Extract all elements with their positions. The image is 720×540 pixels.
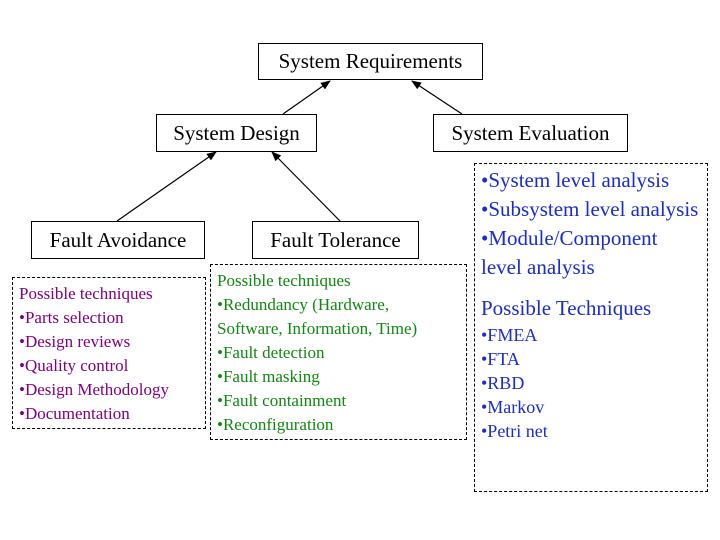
arrow-tolerance-to-design bbox=[271, 151, 341, 222]
evaluation-technique-item: •FMEA bbox=[481, 325, 538, 345]
arrow-avoidance-to-design bbox=[116, 151, 217, 222]
evaluation-technique-item: •Markov bbox=[481, 397, 545, 417]
fault-avoidance-technique-item: •Parts selection bbox=[19, 308, 124, 327]
fault-tolerance-techniques-heading: Possible techniques bbox=[217, 271, 351, 290]
system-design-box: System Design bbox=[156, 114, 317, 152]
fault-avoidance-techniques-panel: Possible techniques •Parts selection •De… bbox=[12, 277, 206, 429]
fault-avoidance-technique-item: •Documentation bbox=[19, 404, 130, 423]
arrow-evaluation-to-requirements bbox=[411, 80, 463, 115]
fault-tolerance-label: Fault Tolerance bbox=[270, 227, 401, 252]
system-design-label: System Design bbox=[173, 120, 300, 145]
fault-avoidance-label: Fault Avoidance bbox=[49, 227, 187, 252]
fault-tolerance-technique-item: •Fault detection bbox=[217, 343, 325, 362]
fault-tolerance-technique-item: •Fault masking bbox=[217, 367, 320, 386]
analysis-list: •System level analysis •Subsystem level … bbox=[481, 164, 701, 282]
system-evaluation-panel: •System level analysis •Subsystem level … bbox=[474, 163, 708, 492]
fault-avoidance-techniques-heading: Possible techniques bbox=[19, 284, 153, 303]
fault-avoidance-box: Fault Avoidance bbox=[31, 221, 205, 259]
system-evaluation-box: System Evaluation bbox=[433, 114, 628, 152]
fault-avoidance-technique-item: •Design reviews bbox=[19, 332, 131, 351]
fault-tolerance-box: Fault Tolerance bbox=[252, 221, 419, 259]
evaluation-techniques-list: •FMEA •FTA •RBD •Markov •Petri net bbox=[481, 323, 701, 443]
fault-avoidance-technique-item: •Design Methodology bbox=[19, 380, 169, 399]
analysis-item: •Subsystem level analysis bbox=[481, 197, 699, 221]
arrow-design-to-requirements bbox=[282, 80, 331, 115]
evaluation-technique-item: •Petri net bbox=[481, 421, 548, 441]
evaluation-technique-item: •RBD bbox=[481, 373, 525, 393]
fault-tolerance-technique-item: Software, Information, Time) bbox=[217, 319, 418, 338]
system-requirements-label: System Requirements bbox=[278, 49, 463, 73]
fault-tolerance-technique-item: •Fault containment bbox=[217, 391, 347, 410]
fault-tolerance-technique-item: •Redundancy (Hardware, bbox=[217, 295, 390, 314]
analysis-item: •Module/Component level analysis bbox=[481, 226, 658, 279]
system-evaluation-label: System Evaluation bbox=[451, 120, 610, 145]
fault-tolerance-techniques-panel: Possible techniques •Redundancy (Hardwar… bbox=[210, 264, 467, 440]
analysis-item: •System level analysis bbox=[481, 168, 670, 192]
evaluation-technique-item: •FTA bbox=[481, 349, 520, 369]
evaluation-techniques-heading: Possible Techniques bbox=[481, 296, 652, 320]
system-requirements-box: System Requirements bbox=[258, 43, 483, 80]
fault-avoidance-technique-item: •Quality control bbox=[19, 356, 129, 375]
fault-tolerance-technique-item: •Reconfiguration bbox=[217, 415, 334, 434]
